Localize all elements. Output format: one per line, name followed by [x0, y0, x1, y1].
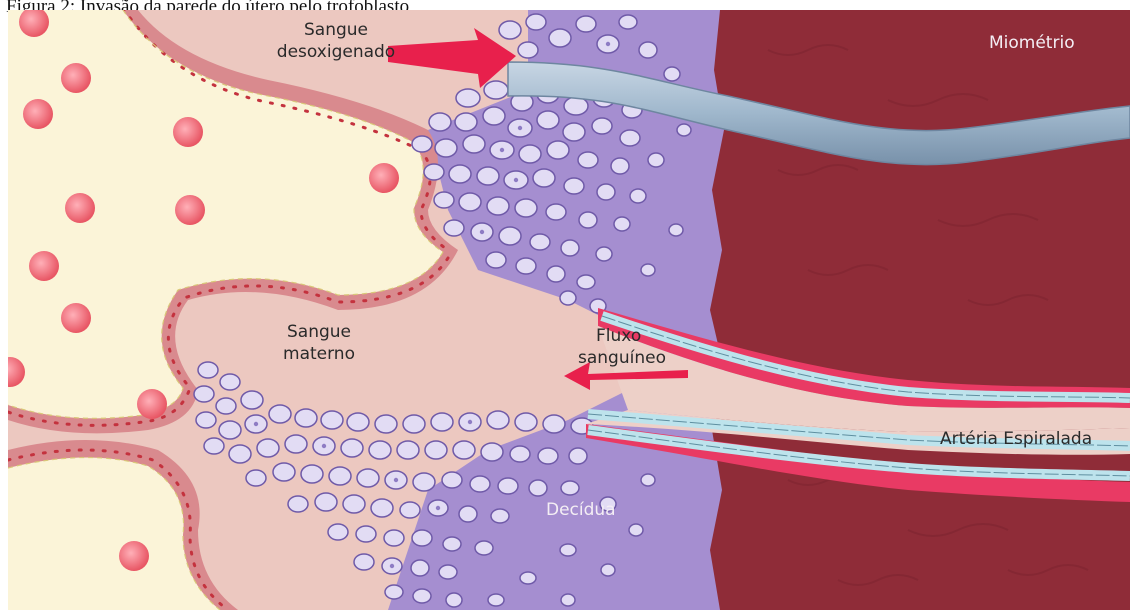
label-myometrium: Miométrio	[989, 32, 1075, 54]
myometrium-region	[708, 10, 1130, 610]
label-blood-flow: Fluxo sanguíneo	[578, 325, 666, 369]
label-spiral-artery: Artéria Espiralada	[940, 428, 1092, 450]
uterine-wall-diagram: Sangue desoxigenado Miométrio Sangue mat…	[8, 10, 1130, 610]
label-decidua: Decídua	[546, 499, 616, 521]
label-deoxygenated-blood: Sangue desoxigenado	[270, 19, 402, 63]
label-maternal-blood: Sangue materno	[274, 321, 364, 365]
